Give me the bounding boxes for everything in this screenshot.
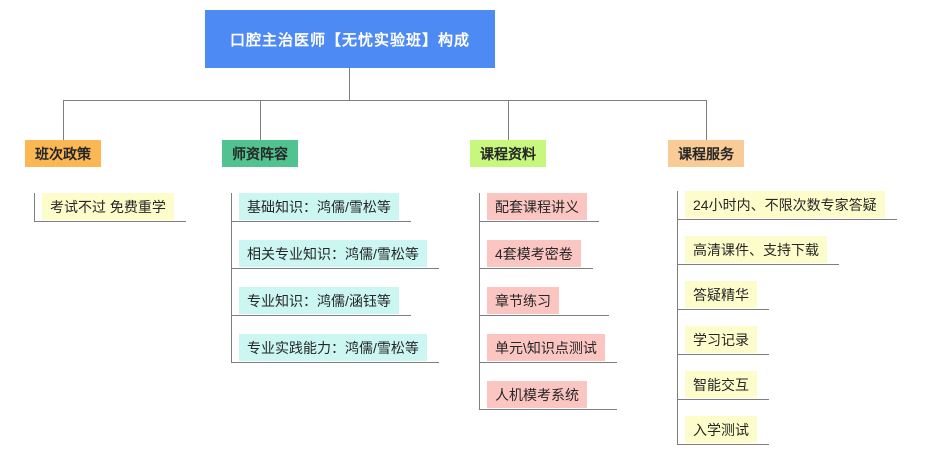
drop-connector-branch-services xyxy=(706,100,707,140)
node-qa-highlights: 答疑精华 xyxy=(685,281,757,308)
child-row: 章节练习 xyxy=(480,287,609,316)
node-study-records: 学习记录 xyxy=(685,326,757,353)
child-row: 专业知识：鸿儒/涵钰等 xyxy=(232,287,411,316)
node-chapter-exercises: 章节练习 xyxy=(487,287,559,314)
child-row: 入学测试 xyxy=(678,416,769,445)
branch-materials-children: 配套课程讲义 4套模考密卷 章节练习 单元\知识点测试 人机模考系统 xyxy=(479,193,617,410)
child-row: 智能交互 xyxy=(678,371,769,400)
drop-connector-branch-policy xyxy=(63,100,64,140)
branch-faculty-children: 基础知识：鸿儒/雪松等 相关专业知识：鸿儒/雪松等 专业知识：鸿儒/涵钰等 专业… xyxy=(231,193,439,363)
branch-policy: 班次政策 考试不过 免费重学 xyxy=(25,140,186,222)
branch-policy-header: 班次政策 xyxy=(25,140,101,167)
node-mock-papers: 4套模考密卷 xyxy=(487,240,581,267)
branch-services-header: 课程服务 xyxy=(668,140,744,167)
node-free-relearn: 考试不过 免费重学 xyxy=(42,193,174,220)
branch-services: 课程服务 24小时内、不限次数专家答疑 高清课件、支持下载 答疑精华 学习记录 … xyxy=(668,140,897,445)
child-row: 配套课程讲义 xyxy=(480,193,599,222)
spine-connector xyxy=(63,100,707,101)
node-lecture-notes: 配套课程讲义 xyxy=(487,193,587,220)
node-expert-qa: 24小时内、不限次数专家答疑 xyxy=(685,191,885,218)
branch-faculty: 师资阵容 基础知识：鸿儒/雪松等 相关专业知识：鸿儒/雪松等 专业知识：鸿儒/涵… xyxy=(222,140,439,363)
drop-connector-branch-materials xyxy=(508,100,509,140)
branch-faculty-header: 师资阵容 xyxy=(222,140,298,167)
node-professional-knowledge: 专业知识：鸿儒/涵钰等 xyxy=(239,287,399,314)
child-row: 高清课件、支持下载 xyxy=(678,236,839,265)
child-row: 相关专业知识：鸿儒/雪松等 xyxy=(232,240,439,269)
child-row: 4套模考密卷 xyxy=(480,240,593,269)
branch-materials: 课程资料 配套课程讲义 4套模考密卷 章节练习 单元\知识点测试 人机模考系统 xyxy=(470,140,617,410)
node-related-knowledge: 相关专业知识：鸿儒/雪松等 xyxy=(239,240,427,267)
child-row: 学习记录 xyxy=(678,326,769,355)
root-node: 口腔主治医师【无忧实验班】构成 xyxy=(205,10,495,68)
node-smart-interaction: 智能交互 xyxy=(685,371,757,398)
child-row: 答疑精华 xyxy=(678,281,769,310)
branch-policy-children: 考试不过 免费重学 xyxy=(34,193,186,222)
node-entrance-test: 入学测试 xyxy=(685,416,757,443)
node-hd-courseware: 高清课件、支持下载 xyxy=(685,236,827,263)
node-basic-knowledge: 基础知识：鸿儒/雪松等 xyxy=(239,193,399,220)
node-unit-tests: 单元\知识点测试 xyxy=(487,334,605,361)
child-row: 基础知识：鸿儒/雪松等 xyxy=(232,193,411,222)
child-row: 专业实践能力：鸿儒/雪松等 xyxy=(232,334,439,363)
branch-services-children: 24小时内、不限次数专家答疑 高清课件、支持下载 答疑精华 学习记录 智能交互 … xyxy=(677,191,897,445)
branch-materials-header: 课程资料 xyxy=(470,140,546,167)
node-mock-exam-system: 人机模考系统 xyxy=(487,381,587,408)
drop-connector-branch-faculty xyxy=(260,100,261,140)
child-row: 24小时内、不限次数专家答疑 xyxy=(678,191,897,220)
node-practice-ability: 专业实践能力：鸿儒/雪松等 xyxy=(239,334,427,361)
child-row: 考试不过 免费重学 xyxy=(35,193,186,222)
root-stem-connector xyxy=(349,68,350,100)
child-row: 人机模考系统 xyxy=(480,381,617,410)
child-row: 单元\知识点测试 xyxy=(480,334,617,363)
